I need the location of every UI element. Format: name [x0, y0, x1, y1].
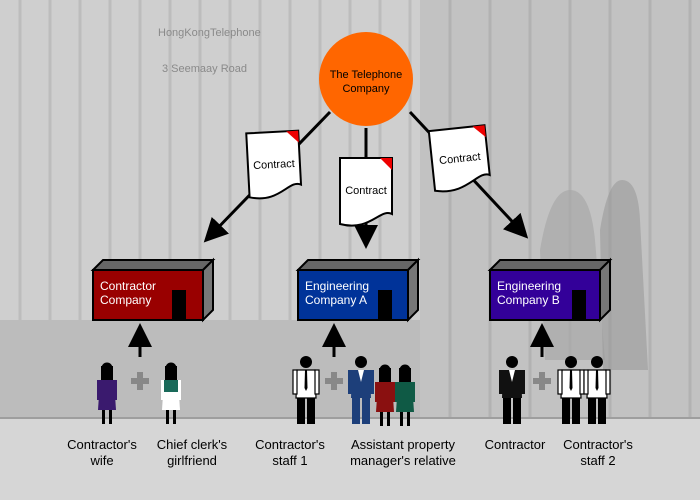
woman-teal-top [164, 380, 178, 392]
contractor-company-line-1: Contractor [100, 279, 156, 293]
contractor-company-box: Contractor Company [90, 257, 216, 323]
plus-icon [131, 372, 149, 390]
plus-icon [325, 372, 343, 390]
engineering-company-b-box: Engineering Company B [487, 257, 613, 323]
people-figures [97, 355, 611, 426]
plus-icons [131, 372, 551, 390]
contract-document-3: Contract [427, 124, 491, 193]
telephone-company-node: The Telephone Company [319, 32, 413, 126]
engineering-a-line-1: Engineering [305, 279, 369, 293]
contract-document-2: Contract [339, 157, 393, 227]
engineering-b-line-2: Company B [497, 293, 560, 307]
plus-icon [533, 372, 551, 390]
engineering-a-line-2: Company A [305, 293, 367, 307]
hub-label-line-2: Company [342, 83, 390, 95]
engineering-company-a-box: Engineering Company A [295, 257, 421, 323]
hub-circle [319, 32, 413, 126]
label-contractor: Contractor [484, 437, 546, 452]
contract-label-1: Contract [253, 158, 295, 172]
contract-label-2: Contract [345, 185, 387, 197]
contractor-company-line-2: Company [100, 293, 151, 307]
contract-document-1: Contract [245, 129, 303, 200]
ownership-arrows [128, 323, 554, 357]
hub-label-line-1: The Telephone [330, 69, 403, 81]
sign-line-1: HongKongTelephone [158, 27, 261, 39]
contract-label-3: Contract [439, 151, 482, 167]
sign-line-2: 3 Seemaay Road [162, 63, 247, 75]
engineering-b-line-1: Engineering [497, 279, 561, 293]
